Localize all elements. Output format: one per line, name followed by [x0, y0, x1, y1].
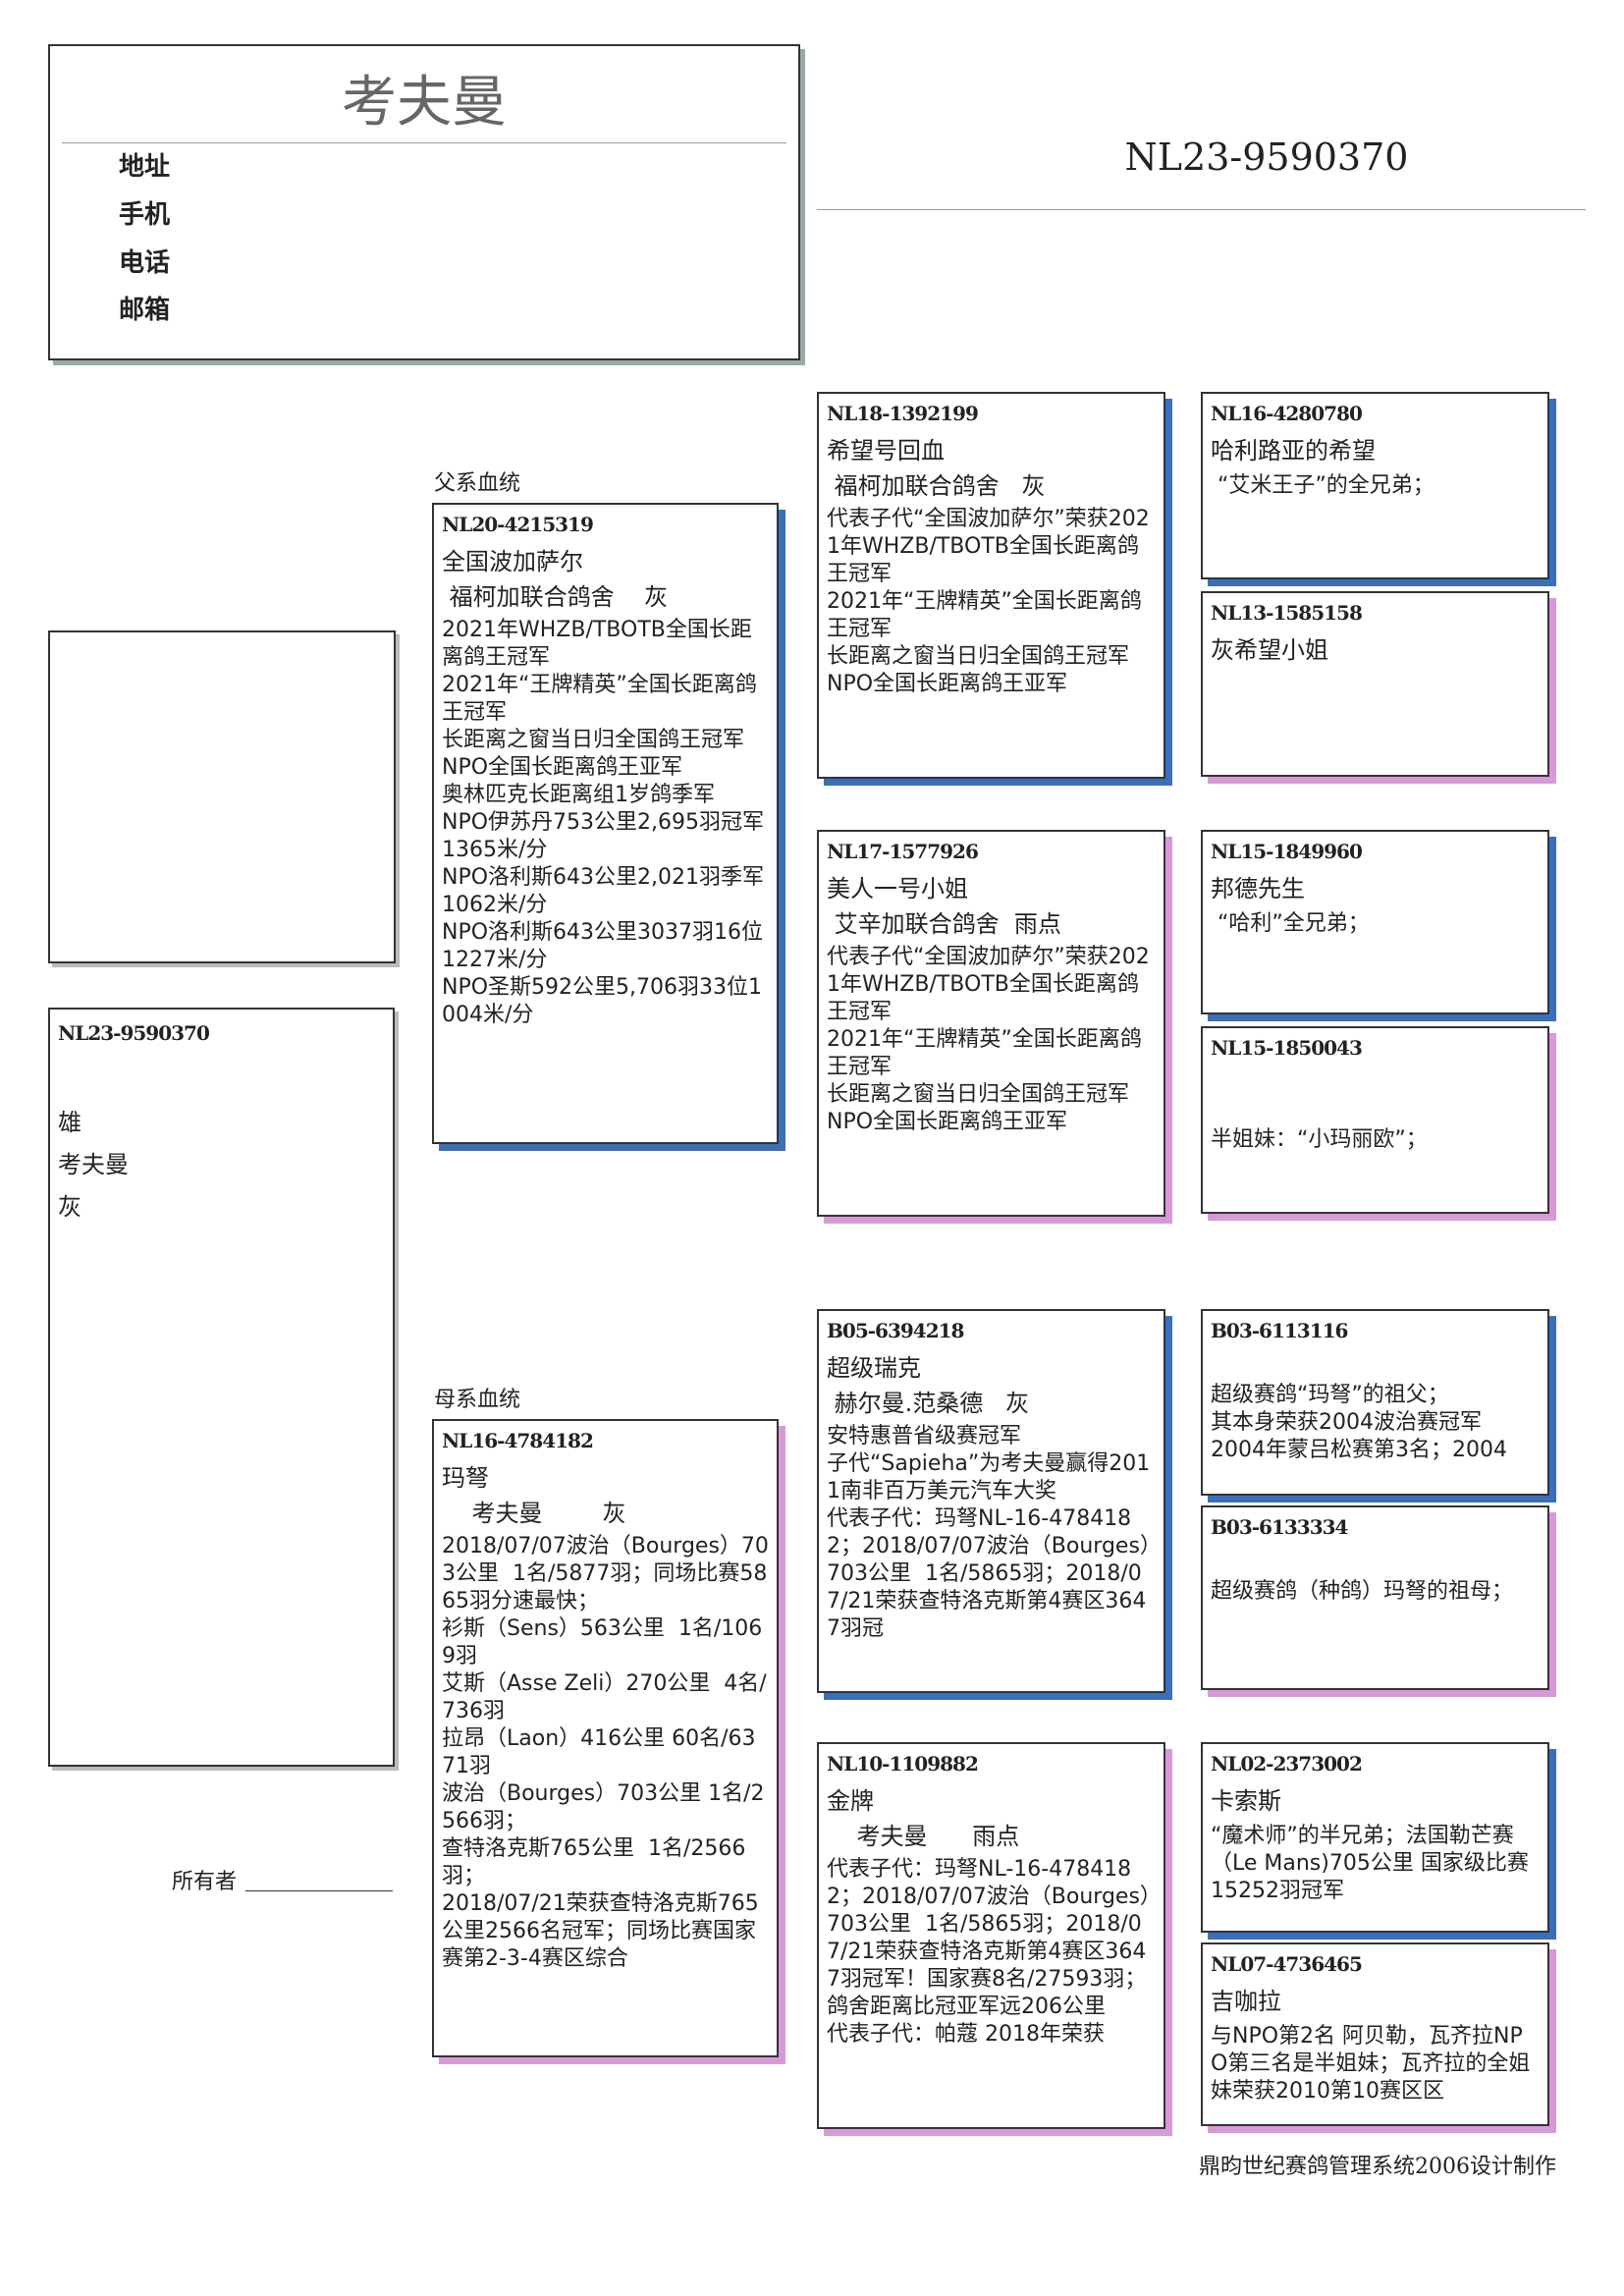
bird-name: 邦德先生 — [1211, 875, 1305, 902]
bird-name: 希望号回血 — [827, 437, 945, 465]
ring-number-heading: NL23-9590370 — [1124, 136, 1409, 179]
bird-ring: NL07-4736465 — [1211, 1952, 1363, 1976]
mobile-label: 手机 — [119, 200, 171, 230]
bird-name: 哈利路亚的希望 — [1211, 437, 1376, 465]
photo-placeholder — [48, 630, 396, 963]
pedigree-card-dam-sire: B05-6394218 超级瑞克 赫尔曼.范桑德 灰安特惠普省级赛冠军 子代“Sa… — [817, 1309, 1165, 1693]
divider — [817, 209, 1586, 210]
bird-ring: NL17-1577926 — [827, 840, 979, 863]
bird-name: 金牌 — [827, 1787, 874, 1815]
pedigree-card-gg-7: NL02-2373002 卡索斯 “魔术师”的半兄弟；法国勒芒赛（Le Mans)7… — [1201, 1742, 1549, 1933]
bird-name: 吉咖拉 — [1211, 1988, 1281, 2015]
bird-ring: NL13-1585158 — [1211, 601, 1363, 625]
phone-label: 电话 — [119, 248, 171, 278]
divider — [62, 142, 786, 143]
pedigree-card-sire-dam: NL17-1577926 美人一号小姐 艾辛加联合鸽舍 雨点代表子代“全国波加萨尔… — [817, 830, 1165, 1217]
pedigree-card-gg-8: NL07-4736465 吉咖拉与NPO第2名 阿贝勒，瓦齐拉NPO第三名是半姐妹… — [1201, 1942, 1549, 2126]
bird-ring: NL20-4215319 — [442, 513, 594, 536]
bird-name: 全国波加萨尔 — [442, 548, 583, 575]
bird-body: “艾米王子”的全兄弟； — [1211, 473, 1435, 498]
self-card: NL23-9590370 雄 考夫曼 灰 — [48, 1008, 395, 1767]
dam-section-label: 母系血统 — [434, 1388, 521, 1412]
bird-body: 超级赛鸽“玛弩”的祖父； 其本身荣获2004波治赛冠军 2004年蒙吕松赛第3名… — [1211, 1383, 1507, 1462]
pedigree-card-dam-dam: NL10-1109882 金牌 考夫曼 雨点代表子代：玛弩NL-16-478418… — [817, 1742, 1165, 2129]
owner-label: 所有者 — [172, 1870, 238, 1894]
pedigree-card-gg-1: NL16-4280780 哈利路亚的希望 “艾米王子”的全兄弟； — [1201, 392, 1549, 579]
owner-field[interactable] — [245, 1890, 393, 1891]
self-sex: 雄 — [58, 1109, 81, 1136]
bird-name: 卡索斯 — [1211, 1787, 1281, 1815]
bird-body: “哈利”全兄弟； — [1211, 911, 1370, 936]
bird-body: “魔术师”的半兄弟；法国勒芒赛（Le Mans)705公里 国家级比赛15252… — [1211, 1824, 1529, 1903]
bird-ring: NL18-1392199 — [827, 402, 979, 425]
bird-body: 2021年WHZB/TBOTB全国长距离鸽王冠军 2021年“王牌精英”全国长距… — [442, 618, 765, 1027]
pedigree-card-gg-3: NL15-1849960 邦德先生 “哈利”全兄弟； — [1201, 830, 1549, 1014]
bird-breeder: 福柯加联合鸽舍 灰 — [827, 472, 1046, 500]
bird-breeder: 考夫曼 灰 — [442, 1500, 626, 1527]
pedigree-card-sire-sire: NL18-1392199 希望号回血 福柯加联合鸽舍 灰代表子代“全国波加萨尔”荣… — [817, 392, 1165, 779]
self-name: 考夫曼 — [58, 1151, 129, 1178]
bird-ring: B05-6394218 — [827, 1319, 964, 1342]
bird-breeder: 赫尔曼.范桑德 灰 — [827, 1390, 1030, 1417]
pedigree-card-gg-4: NL15-1850043 半姐妹：“小玛丽欧”； — [1201, 1026, 1549, 1214]
bird-ring: NL16-4784182 — [442, 1429, 594, 1452]
bird-body: 代表子代：玛弩NL-16-4784182；2018/07/07波治（Bourge… — [827, 1857, 1151, 2047]
bird-name: 美人一号小姐 — [827, 875, 968, 902]
bird-ring: NL15-1850043 — [1211, 1036, 1363, 1060]
pigeon-name-title: 考夫曼 — [342, 71, 507, 135]
bird-body: 代表子代“全国波加萨尔”荣获2021年WHZB/TBOTB全国长距离鸽王冠军 2… — [827, 945, 1150, 1134]
bird-name: 玛弩 — [442, 1464, 489, 1492]
bird-body: 代表子代“全国波加萨尔”荣获2021年WHZB/TBOTB全国长距离鸽王冠军 2… — [827, 507, 1150, 696]
bird-breeder: 考夫曼 雨点 — [827, 1823, 1020, 1850]
bird-ring: B03-6133334 — [1211, 1515, 1348, 1539]
bird-ring: B03-6113116 — [1211, 1319, 1348, 1342]
pedigree-card-gg-6: B03-6133334 超级赛鸽（种鸽）玛弩的祖母； — [1201, 1505, 1549, 1690]
pedigree-card-gg-5: B03-6113116 超级赛鸽“玛弩”的祖父； 其本身荣获2004波治赛冠军 … — [1201, 1309, 1549, 1496]
bird-ring: NL02-2373002 — [1211, 1752, 1363, 1776]
bird-ring: NL15-1849960 — [1211, 840, 1363, 863]
self-ring: NL23-9590370 — [58, 1021, 210, 1045]
bird-body: 与NPO第2名 阿贝勒，瓦齐拉NPO第三名是半姐妹；瓦齐拉的全姐妹荣获2010第… — [1211, 2024, 1531, 2104]
bird-name: 超级瑞克 — [827, 1354, 921, 1382]
bird-name: 灰希望小姐 — [1211, 636, 1328, 664]
sire-section-label: 父系血统 — [434, 471, 521, 496]
self-color: 灰 — [58, 1193, 81, 1221]
email-label: 邮箱 — [119, 296, 171, 325]
address-label: 地址 — [119, 152, 171, 182]
pigeon-header-card: 考夫曼 地址 手机 电话 邮箱 — [48, 44, 800, 360]
bird-breeder: 福柯加联合鸽舍 灰 — [442, 583, 669, 611]
pedigree-card-dam: NL16-4784182 玛弩 考夫曼 灰 2018/07/07波治（Bourges… — [432, 1419, 779, 2057]
pedigree-card-sire: NL20-4215319 全国波加萨尔 福柯加联合鸽舍 灰 2021年WHZB/TB… — [432, 503, 779, 1144]
pedigree-card-gg-2: NL13-1585158 灰希望小姐 — [1201, 591, 1549, 777]
bird-ring: NL16-4280780 — [1211, 402, 1363, 425]
bird-breeder: 艾辛加联合鸽舍 雨点 — [827, 910, 1061, 938]
bird-body: 2018/07/07波治（Bourges）703公里 1名/5877羽；同场比赛… — [442, 1534, 769, 1971]
bird-body: 安特惠普省级赛冠军 子代“Sapieha”为考夫曼赢得2011南非百万美元汽车大… — [827, 1424, 1151, 1641]
bird-body: 超级赛鸽（种鸽）玛弩的祖母； — [1211, 1579, 1514, 1604]
bird-body: 半姐妹：“小玛丽欧”； — [1211, 1127, 1428, 1152]
footer-credit: 鼎昀世纪赛鸽管理系统2006设计制作 — [1199, 2155, 1556, 2179]
bird-ring: NL10-1109882 — [827, 1752, 979, 1776]
